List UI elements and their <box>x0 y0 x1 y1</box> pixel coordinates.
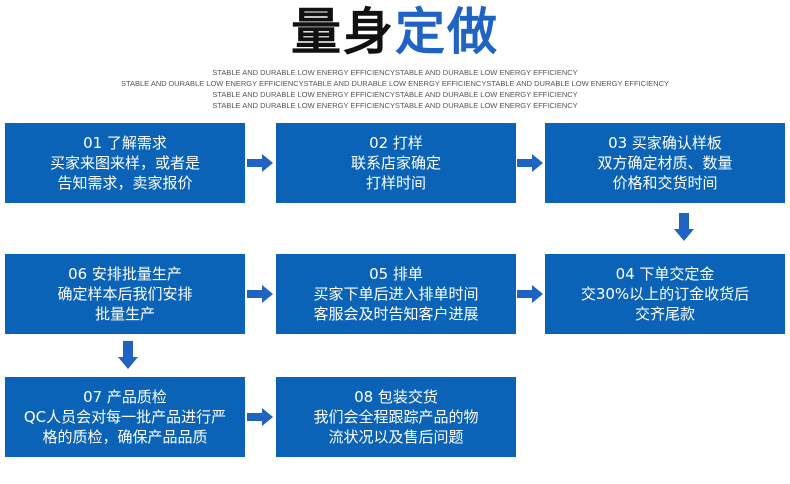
step-04-line-1: 交30%以上的订金收货后 <box>580 285 750 303</box>
page-title: 量身定做 <box>0 2 790 62</box>
arrow-down-icon <box>118 341 138 369</box>
arrow-right-icon <box>247 408 273 426</box>
step-05-box: 05 排单 买家下单后进入排单时间 客服会及时告知客户进展 <box>276 254 516 334</box>
step-08-title: 08 包装交货 <box>354 388 438 406</box>
step-05-line-1: 买家下单后进入排单时间 <box>313 285 479 303</box>
subtitle-line-3: STABLE AND DURABLE LOW ENERGY EFFICIENCY… <box>212 90 578 99</box>
step-06-title: 06 安排批量生产 <box>68 265 182 283</box>
step-02-line-1: 联系店家确定 <box>350 154 441 172</box>
arrow-right-icon <box>247 154 273 172</box>
step-01-title: 01 了解需求 <box>83 134 167 152</box>
step-08-line-2: 流状况以及售后问题 <box>328 428 464 446</box>
step-03-box: 03 买家确认样板 双方确定材质、数量 价格和交货时间 <box>545 123 785 203</box>
step-03-line-1: 双方确定材质、数量 <box>597 154 733 172</box>
step-07-title: 07 产品质检 <box>83 388 167 406</box>
step-06-box: 06 安排批量生产 确定样本后我们安排 批量生产 <box>5 254 245 334</box>
step-05-title: 05 排单 <box>369 265 423 283</box>
step-07-line-1: QC人员会对每一批产品进行严 <box>23 408 227 426</box>
step-03-line-2: 价格和交货时间 <box>612 174 718 192</box>
step-05-line-2: 客服会及时告知客户进展 <box>313 305 479 323</box>
subtitle-line-2: STABLE AND DURABLE LOW ENERGY EFFICIENCY… <box>120 79 670 88</box>
subtitle-line-4: STABLE AND DURABLE LOW ENERGY EFFICIENCY… <box>212 101 578 110</box>
step-07-box: 07 产品质检 QC人员会对每一批产品进行严 格的质检，确保产品品质 <box>5 377 245 457</box>
step-04-title: 04 下单交定金 <box>615 265 715 283</box>
step-02-title: 02 打样 <box>369 134 423 152</box>
step-04-box: 04 下单交定金 交30%以上的订金收货后 交齐尾款 <box>545 254 785 334</box>
title-part-1: 量身 <box>291 3 395 61</box>
subtitle-line-1: STABLE AND DURABLE LOW ENERGY EFFICIENCY… <box>212 68 578 77</box>
step-08-box: 08 包装交货 我们会全程跟踪产品的物 流状况以及售后问题 <box>276 377 516 457</box>
arrow-right-icon <box>517 285 543 303</box>
step-02-line-2: 打样时间 <box>365 174 426 192</box>
step-02-box: 02 打样 联系店家确定 打样时间 <box>276 123 516 203</box>
step-08-line-1: 我们会全程跟踪产品的物 <box>313 408 479 426</box>
step-06-line-1: 确定样本后我们安排 <box>57 285 193 303</box>
step-01-box: 01 了解需求 买家来图来样，或者是 告知需求，卖家报价 <box>5 123 245 203</box>
arrow-right-icon <box>517 154 543 172</box>
step-01-line-2: 告知需求，卖家报价 <box>57 174 193 192</box>
step-07-line-2: 格的质检，确保产品品质 <box>42 428 208 446</box>
arrow-down-icon <box>674 213 694 241</box>
title-part-2: 定做 <box>395 3 499 61</box>
step-01-line-1: 买家来图来样，或者是 <box>49 154 200 172</box>
step-04-line-2: 交齐尾款 <box>634 305 695 323</box>
step-03-title: 03 买家确认样板 <box>608 134 722 152</box>
arrow-right-icon <box>247 285 273 303</box>
step-06-line-2: 批量生产 <box>94 305 155 323</box>
